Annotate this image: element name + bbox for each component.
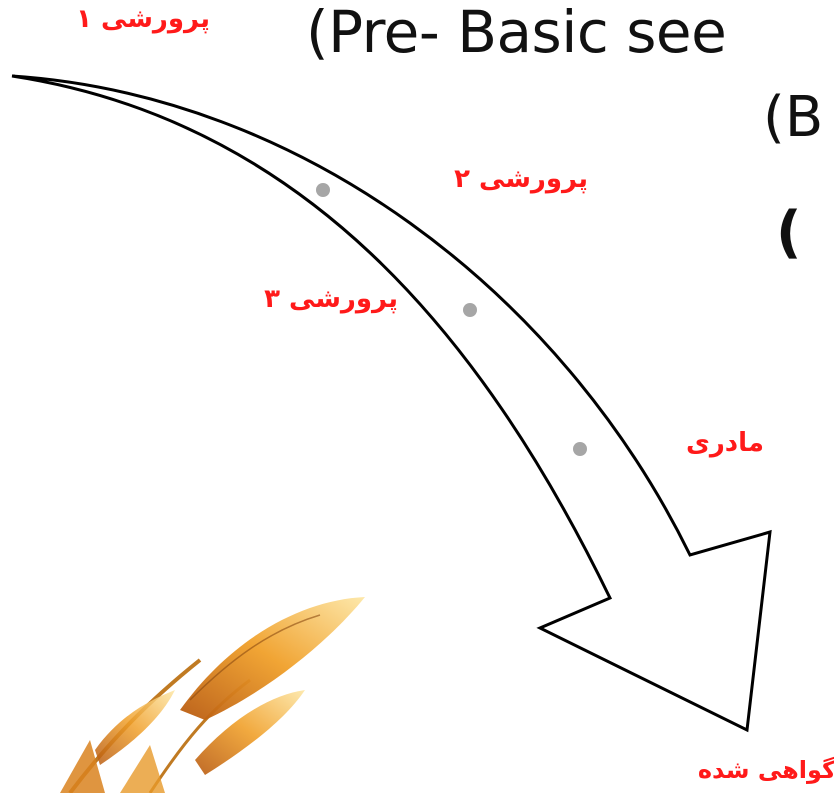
stage-dot-4 (573, 442, 587, 456)
stage-label-3: پرورشی ۳ (264, 284, 398, 314)
stage-label-5: گواهی شده (697, 756, 834, 784)
heading-line-1: (Pre- Basic see (306, 0, 727, 66)
stage-label-4: مادری (686, 428, 764, 458)
heading-line-3: ( (776, 200, 802, 265)
stage-label-2: پرورشی ۲ (454, 164, 588, 194)
stage-dot-3 (463, 303, 477, 317)
stage-dot-2 (316, 183, 330, 197)
stage-label-1: پرورشی ۱ (76, 4, 210, 34)
heading-line-2: (B (763, 85, 824, 150)
curved-arrow-icon (11, 74, 772, 733)
wheat-stalk-icon (60, 597, 365, 793)
